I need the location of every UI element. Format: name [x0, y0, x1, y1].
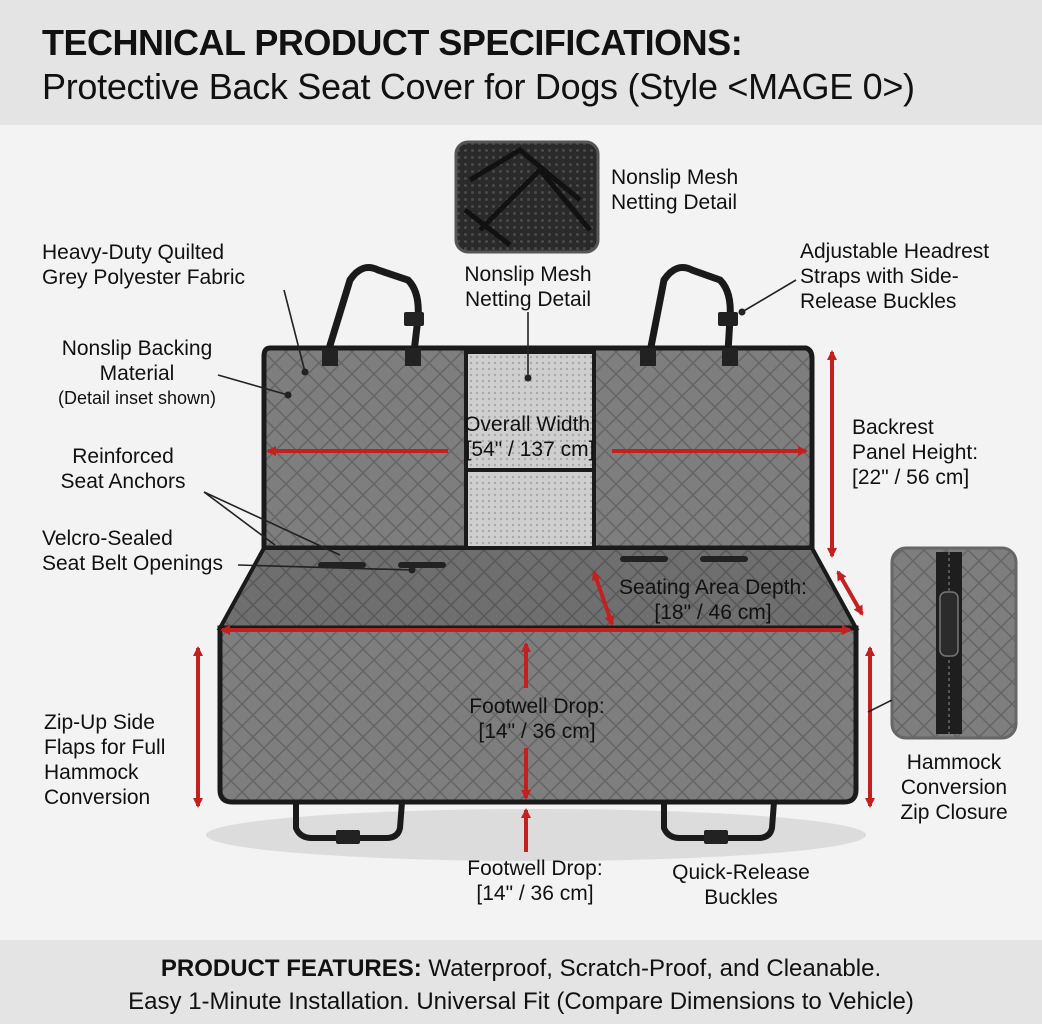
- anchor-leader-2: [203, 491, 341, 556]
- left-strap-buckle-icon: [404, 312, 424, 326]
- page-title: TECHNICAL PRODUCT SPECIFICATIONS:: [42, 22, 743, 63]
- features-heading: PRODUCT FEATURES:: [160, 955, 422, 982]
- seat-belt-opening-3: [620, 556, 668, 562]
- seating-depth-label: Seating Area Depth:[18" / 46 cm]: [619, 576, 807, 624]
- seating-depth-arrow: [591, 570, 615, 626]
- zip-leader: [867, 699, 893, 713]
- seat-belt-opening-4: [700, 556, 748, 562]
- right-strap-buckle-icon: [718, 312, 738, 326]
- zipper-pull-icon: [939, 591, 959, 657]
- fabric-leader: [283, 289, 309, 376]
- overall-width-label: Overall Width:[54" / 137 cm]: [464, 413, 596, 461]
- hammock-offset-arrow: [836, 570, 864, 616]
- seat-belt-opening-2: [398, 562, 446, 568]
- left-headrest-strap: [324, 264, 422, 354]
- footwell-flap: [217, 625, 859, 805]
- headrest-leader: [738, 279, 797, 316]
- header-band: [0, 0, 1042, 125]
- floor-shadow: [206, 809, 866, 861]
- page-subtitle: Protective Back Seat Cover for Dogs (Sty…: [42, 66, 915, 107]
- right-quick-release-buckle-icon: [704, 830, 728, 844]
- anchor-leader-1: [203, 491, 276, 546]
- left-quick-release-buckle-icon: [336, 830, 360, 844]
- left-strap-anchor: [322, 348, 338, 366]
- features-line: PRODUCT FEATURES: Waterproof, Scratch-Pr…: [0, 955, 1042, 983]
- installation-line: Easy 1-Minute Installation. Universal Fi…: [128, 988, 914, 1015]
- footwell-drop-bottom-label: Footwell Drop:[14" / 36 cm]: [467, 857, 603, 905]
- footwell-drop-label: Footwell Drop:[14" / 36 cm]: [469, 695, 605, 743]
- seat-belt-opening-1: [318, 562, 366, 568]
- right-headrest-strap: [646, 264, 734, 353]
- right-strap-anchor-2: [640, 348, 656, 366]
- right-strap-anchor-3: [722, 348, 738, 366]
- right-strap-anchor: [405, 348, 421, 366]
- velcro-leader: [237, 564, 416, 574]
- features-text: Waterproof, Scratch-Proof, and Cleanable…: [421, 955, 882, 982]
- footer-band: [0, 940, 1042, 1024]
- backing-leader: [217, 374, 292, 399]
